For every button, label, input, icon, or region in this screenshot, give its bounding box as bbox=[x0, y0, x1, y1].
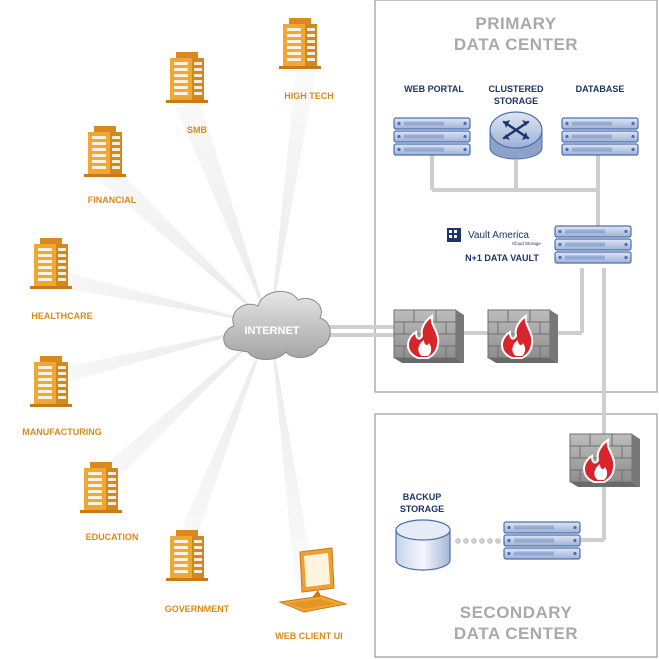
computer-icon[interactable] bbox=[278, 547, 348, 613]
database-label: DATABASE bbox=[576, 84, 625, 94]
building-icon[interactable] bbox=[30, 238, 72, 289]
building-icon[interactable] bbox=[166, 530, 208, 581]
vault-server-icon[interactable] bbox=[554, 225, 632, 264]
primary-title-line1: PRIMARY bbox=[475, 14, 556, 33]
client-label-high-tech: HIGH TECH bbox=[284, 91, 334, 101]
backup-server-icon[interactable] bbox=[503, 521, 581, 560]
client-label-smb: SMB bbox=[187, 125, 208, 135]
database-server-icon[interactable] bbox=[561, 117, 639, 156]
backup-storage-label-line1: BACKUP bbox=[403, 492, 442, 502]
backup-storage-label-line2: STORAGE bbox=[400, 504, 444, 514]
clustered-storage-label-line1: CLUSTERED bbox=[488, 84, 544, 94]
client-label-government: GOVERNMENT bbox=[165, 604, 230, 614]
n1-data-vault-label: N+1 DATA VAULT bbox=[465, 253, 539, 263]
building-icon[interactable] bbox=[166, 52, 208, 103]
firewall-icon[interactable] bbox=[569, 433, 641, 488]
primary-title-line2: DATA CENTER bbox=[454, 35, 578, 54]
firewall-icon[interactable] bbox=[393, 309, 465, 364]
vault-brand-text: Vault America bbox=[468, 230, 529, 241]
storage-drum-icon[interactable] bbox=[395, 519, 451, 571]
web-portal-label: WEB PORTAL bbox=[404, 84, 464, 94]
vault-sub-text: Cloud Storage bbox=[512, 241, 541, 246]
client-label-healthcare: HEALTHCARE bbox=[31, 311, 92, 321]
firewall-icon[interactable] bbox=[487, 309, 559, 364]
connection-rays bbox=[40, 70, 316, 594]
client-label-web-client-ui: WEB CLIENT UI bbox=[275, 631, 343, 641]
router-icon[interactable] bbox=[489, 111, 543, 160]
vault-america-logo: Vault America Cloud Storage bbox=[447, 228, 541, 246]
web-portal-server-icon[interactable] bbox=[393, 117, 471, 156]
building-icon[interactable] bbox=[30, 356, 72, 407]
building-icon[interactable] bbox=[84, 126, 126, 177]
client-label-financial: FINANCIAL bbox=[88, 195, 137, 205]
cloud-icon[interactable] bbox=[223, 291, 331, 360]
client-label-education: EDUCATION bbox=[86, 532, 139, 542]
building-icon[interactable] bbox=[80, 462, 122, 513]
clustered-storage-label-line2: STORAGE bbox=[494, 96, 538, 106]
client-label-manufacturing: MANUFACTURING bbox=[22, 427, 102, 437]
secondary-title-line1: SECONDARY bbox=[460, 603, 573, 622]
secondary-title-line2: DATA CENTER bbox=[454, 624, 578, 643]
internet-label: INTERNET bbox=[245, 325, 300, 337]
building-icon[interactable] bbox=[279, 18, 321, 69]
dotted-backup-link bbox=[455, 538, 501, 544]
